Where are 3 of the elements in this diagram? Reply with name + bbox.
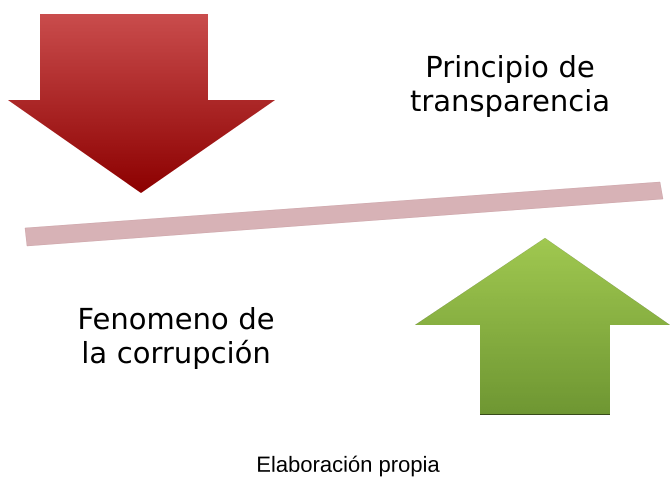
caption: Elaboración propia <box>258 456 440 476</box>
label-text: Fenomeno de la corrupción <box>80 306 274 370</box>
label-text: Principio de transparencia <box>410 54 608 118</box>
